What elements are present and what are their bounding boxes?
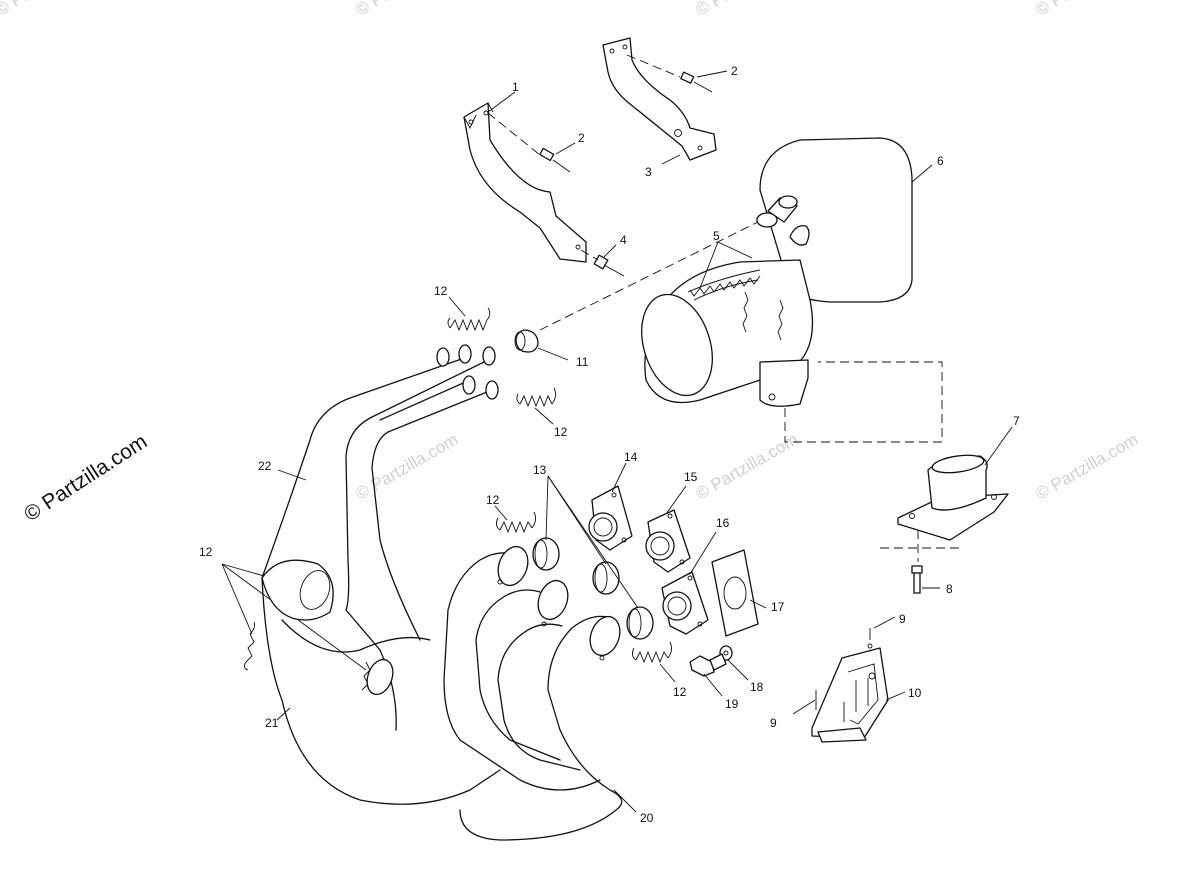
callout-20: 20 <box>640 811 654 825</box>
callout-21: 21 <box>265 716 279 730</box>
part-7-grommet-mount <box>897 454 1009 541</box>
callout-8: 8 <box>946 582 953 596</box>
part-17-gasket <box>711 549 759 637</box>
callout-19: 19 <box>725 697 739 711</box>
part-3-bracket <box>602 37 717 161</box>
part-21-expansion-chamber <box>261 577 501 805</box>
callout-12: 12 <box>434 284 448 298</box>
callout-labels: 1 2 2 3 4 5 6 7 8 9 9 10 11 12 12 12 12 … <box>199 64 1020 825</box>
callout-2: 2 <box>731 64 738 78</box>
part-19-bolt <box>689 653 727 697</box>
part-12-spring <box>516 387 557 425</box>
callout-1: 1 <box>512 80 519 94</box>
watermark-text: © Partzilla.com <box>1033 430 1142 504</box>
callout-17: 17 <box>771 600 785 614</box>
callout-9: 9 <box>770 716 777 730</box>
part-12-spring <box>447 296 491 332</box>
callout-12: 12 <box>673 685 687 699</box>
part-22-expansion-chamber <box>261 344 499 641</box>
callout-14: 14 <box>624 450 638 464</box>
callout-3: 3 <box>645 165 652 179</box>
watermark-text: © Partzilla.com <box>353 430 462 504</box>
part-6-muffler <box>641 137 913 407</box>
part-11-clamp <box>514 329 539 353</box>
part-4-pin <box>580 244 625 277</box>
part-9-rivet <box>867 616 896 649</box>
part-1-bracket <box>463 102 587 263</box>
callout-12: 12 <box>199 545 213 559</box>
callout-11: 11 <box>576 355 589 369</box>
watermark-text: © Partzilla.com <box>353 0 462 19</box>
watermark-text: © Partzilla.com <box>0 0 101 19</box>
part-8-bolt <box>911 565 940 594</box>
callout-12: 12 <box>486 493 500 507</box>
watermark-text: © Partzilla.com <box>693 0 802 19</box>
partzilla-watermark: © Partzilla.com <box>20 430 151 526</box>
part-16-flange <box>661 571 709 635</box>
callout-18: 18 <box>750 680 764 694</box>
callout-7: 7 <box>1013 414 1020 428</box>
part-12-spring <box>494 505 537 534</box>
part-2-pin <box>680 70 728 93</box>
callout-15: 15 <box>684 470 698 484</box>
part-9-rivet <box>792 690 817 715</box>
part-14-flange <box>588 485 633 551</box>
callout-10: 10 <box>908 686 922 700</box>
callout-6: 6 <box>937 154 944 168</box>
callout-13: 13 <box>533 463 547 477</box>
callout-12: 12 <box>554 425 568 439</box>
callout-2: 2 <box>578 131 585 145</box>
callout-4: 4 <box>620 233 627 247</box>
callout-5: 5 <box>713 229 720 243</box>
callout-9: 9 <box>899 612 906 626</box>
part-20-exhaust-pipes <box>443 545 623 841</box>
part-2-pin <box>539 142 576 173</box>
part-12-spring <box>631 641 676 683</box>
callout-16: 16 <box>716 516 730 530</box>
part-15-flange <box>645 509 691 573</box>
part-10-bracket <box>811 647 889 743</box>
callout-22: 22 <box>258 459 272 473</box>
watermark-text: © Partzilla.com <box>1033 0 1142 19</box>
